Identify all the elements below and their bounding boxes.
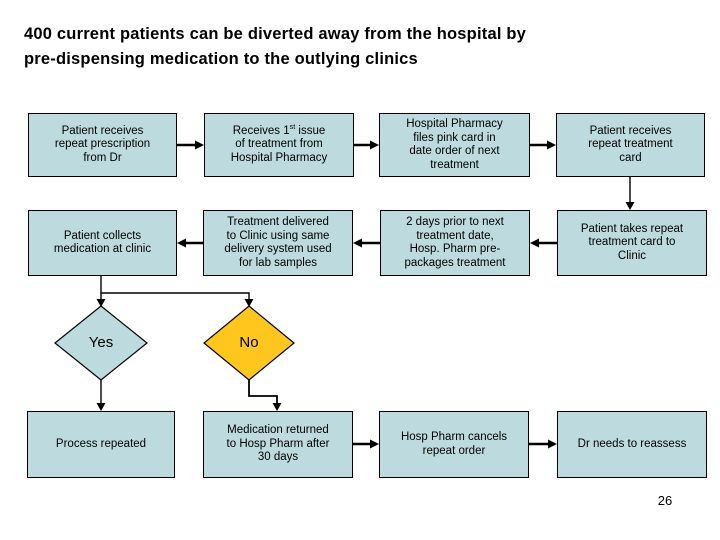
arrow-r3-2-right-icon [529,439,557,449]
node-collects-at-clinic-text: Patient collects medication at clinic [53,229,152,256]
node-pink-card-filed: Hospital Pharmacy files pink card in dat… [379,113,530,177]
node-receives-treatment-card-text: Patient receives repeat treatment card [588,124,673,164]
node-medication-returned-text: Medication returned to Hosp Pharm after … [226,424,330,464]
node-dr-reassess: Dr needs to reassess [557,411,707,478]
arrow-r1-2-right-icon [354,140,379,150]
node-takes-card-to-clinic: Patient takes repeat treatment card to C… [557,210,707,276]
arrow-card-down-icon [625,177,635,210]
arrow-r2-2-left-icon [353,238,380,248]
node-medication-returned: Medication returned to Hosp Pharm after … [203,411,353,478]
node-first-issue: Receives 1st issue of treatment from Hos… [204,113,354,177]
node-first-issue-text: Receives 1st issue of treatment from Hos… [230,122,328,166]
node-first-issue-text-pre: Receives 1 [232,124,290,137]
node-prepackages-treatment-text: 2 days prior to next treatment date, Hos… [404,216,506,269]
arrow-r3-1-right-icon [353,439,379,449]
arrow-yes-process-down-icon [96,380,106,411]
arrow-no-return-down-icon [248,380,282,411]
decision-no-label: No [239,334,259,351]
arrow-r1-1-right-icon [177,140,204,150]
slide-title: 400 current patients can be diverted awa… [24,22,684,72]
node-repeat-prescription-text: Patient receives repeat prescription fro… [54,124,151,164]
node-takes-card-to-clinic-text: Patient takes repeat treatment card to C… [580,222,684,262]
slide-title-line1: 400 current patients can be diverted awa… [24,25,527,43]
decision-yes-label: Yes [88,334,114,351]
node-cancels-repeat-order-text: Hosp Pharm cancels repeat order [400,431,508,457]
node-first-issue-text-post: issue of treatment from Hospital Pharmac… [230,124,328,164]
node-dr-reassess-text: Dr needs to reassess [577,437,687,450]
arrow-to-yes-down-icon [96,299,106,307]
node-pink-card-filed-text: Hospital Pharmacy files pink card in dat… [406,118,503,171]
arrow-r2-1-left-icon [177,238,203,248]
branch-connector [100,276,250,300]
page-number: 26 [657,493,673,508]
superscript-st: st [289,122,296,131]
slide-title-line2: pre-dispensing medication to the outlyin… [24,50,418,68]
node-process-repeated-text: Process repeated [55,437,147,450]
node-treatment-delivered: Treatment delivered to Clinic using same… [203,210,353,276]
node-repeat-prescription: Patient receives repeat prescription fro… [28,113,177,177]
node-process-repeated: Process repeated [27,411,175,478]
node-collects-at-clinic: Patient collects medication at clinic [28,210,177,276]
node-treatment-delivered-text: Treatment delivered to Clinic using same… [224,216,332,269]
node-prepackages-treatment: 2 days prior to next treatment date, Hos… [380,210,530,276]
node-cancels-repeat-order: Hosp Pharm cancels repeat order [379,411,529,478]
node-receives-treatment-card: Patient receives repeat treatment card [556,113,705,177]
arrow-r1-3-right-icon [530,140,556,150]
arrow-r2-3-left-icon [530,238,557,248]
arrow-to-no-down-icon [244,299,254,307]
